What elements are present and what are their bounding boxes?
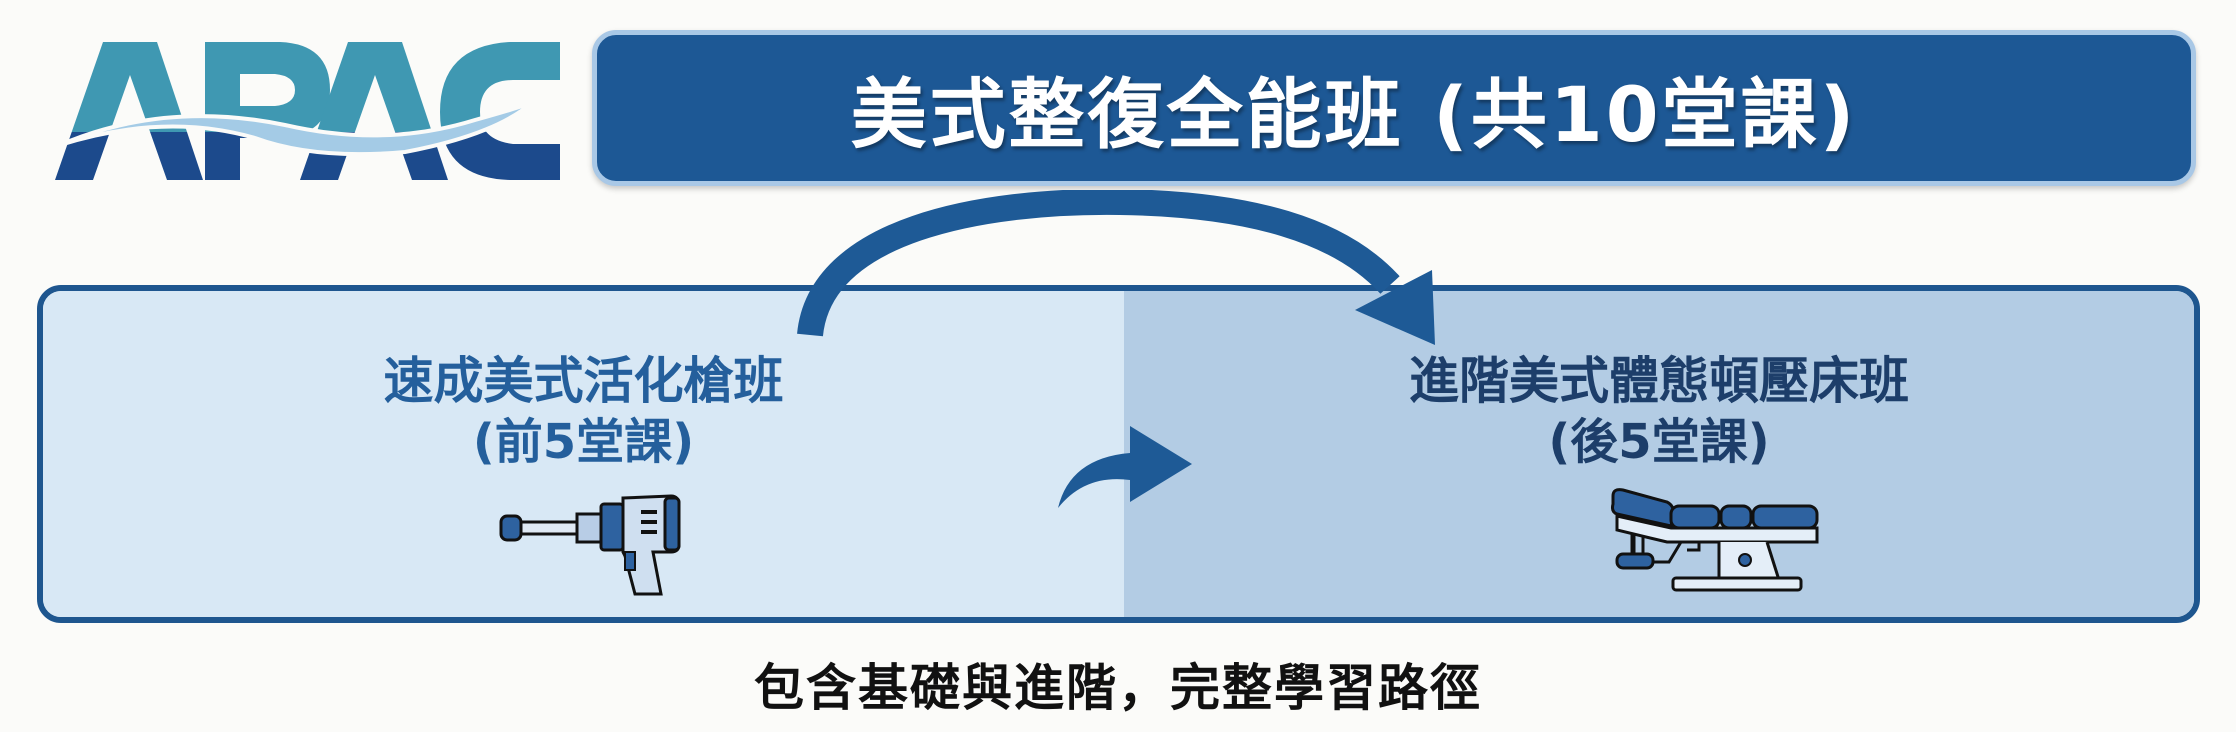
panel-subtitle: (前5堂課) xyxy=(472,414,695,470)
panel-basic-course: 速成美式活化槍班 (前5堂課) xyxy=(43,291,1124,617)
caption: 包含基礎與進階，完整學習路徑 xyxy=(754,659,1482,717)
course-path-box: 速成美式活化槍班 (前5堂課) 進階美式體態頓壓床班 (後5堂課) xyxy=(37,285,2200,623)
panel-title: 進階美式體態頓壓床班 xyxy=(1409,352,1909,410)
page-title: 美式整復全能班 (共10堂課) xyxy=(850,70,1858,159)
title-banner: 美式整復全能班 (共10堂課) xyxy=(592,30,2196,186)
massage-gun-icon xyxy=(499,494,681,596)
adjusting-table-icon xyxy=(1611,488,1819,592)
curved-arrow-over-icon xyxy=(797,190,1435,345)
panel-subtitle: (後5堂課) xyxy=(1548,414,1770,470)
apac-logo-icon xyxy=(55,42,560,180)
panel-title: 速成美式活化槍班 xyxy=(383,352,784,410)
apac-logo xyxy=(55,40,575,190)
curved-arrow-right-icon xyxy=(1058,426,1192,508)
panel-advanced-course: 進階美式體態頓壓床班 (後5堂課) xyxy=(1124,291,2194,617)
